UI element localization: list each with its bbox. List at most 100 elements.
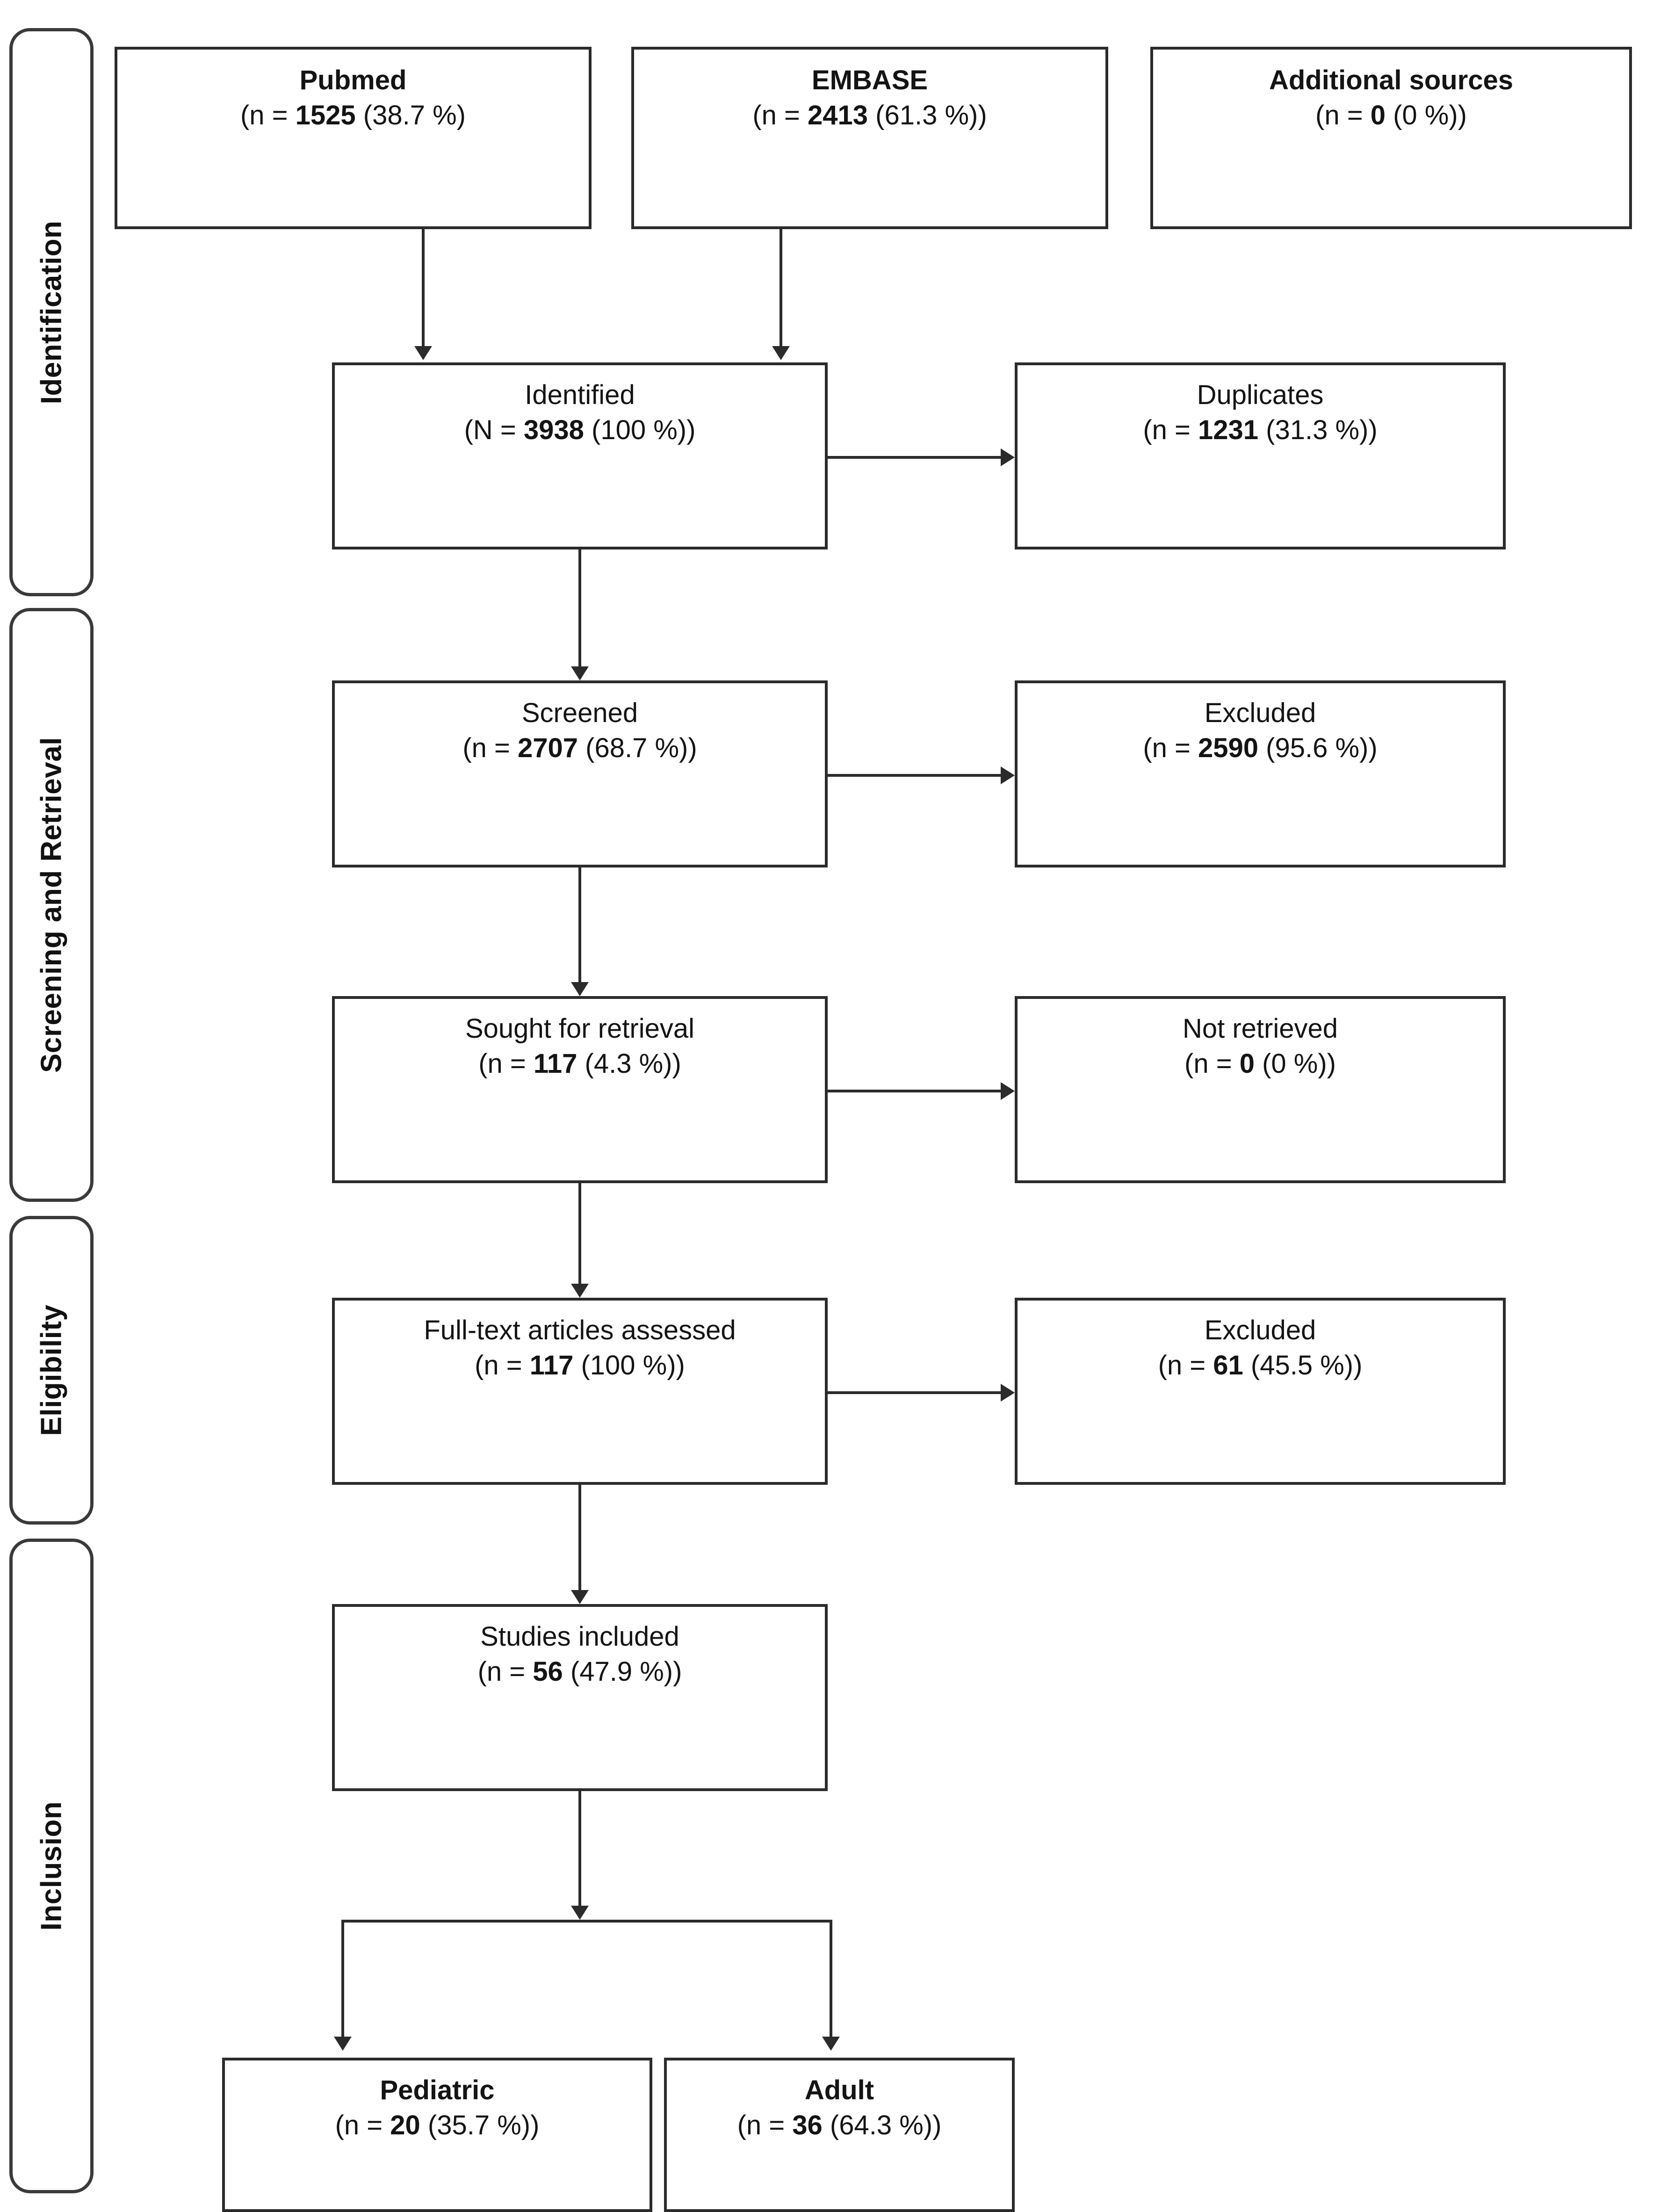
box-additional-sources: Additional sources (n = 0 (0 %))	[1150, 47, 1632, 229]
stage-screening-label: Screening and Retrieval	[35, 737, 68, 1073]
connector-bus-to-adult	[830, 1920, 832, 2037]
box-screened-value: 2707	[518, 733, 578, 764]
box-pubmed: Pubmed (n = 1525 (38.7 %)	[115, 47, 592, 229]
box-adult-count: (n = 36 (64.3 %))	[737, 2108, 942, 2143]
box-identified-value: 3938	[523, 415, 584, 446]
stage-inclusion-label: Inclusion	[35, 1801, 68, 1931]
box-not-retrieved-percent: (0 %))	[1254, 1048, 1336, 1079]
arrowhead-identified-to-screened	[571, 666, 589, 680]
box-adult: Adult (n = 36 (64.3 %))	[664, 2058, 1015, 2212]
connector-screened-to-excluded	[828, 774, 1001, 777]
box-not-retrieved-title: Not retrieved	[1182, 1013, 1338, 1044]
arrowhead-embase-to-identified	[772, 346, 790, 360]
arrowhead-bus-to-pediatric	[334, 2037, 352, 2051]
connector-studies-included-down	[578, 1791, 581, 1906]
box-duplicates-prefix: (n =	[1143, 415, 1198, 446]
box-pubmed-title: Pubmed	[299, 65, 407, 95]
connector-identified-to-duplicates	[828, 456, 1001, 459]
box-studies-included-count: (n = 56 (47.9 %))	[478, 1654, 682, 1689]
box-pediatric-value: 20	[390, 2110, 420, 2141]
box-studies-included: Studies included (n = 56 (47.9 %))	[332, 1604, 828, 1791]
box-screened: Screened (n = 2707 (68.7 %))	[332, 680, 828, 867]
box-embase: EMBASE (n = 2413 (61.3 %))	[631, 47, 1108, 229]
box-full-text-prefix: (n =	[475, 1350, 530, 1381]
box-duplicates-value: 1231	[1198, 415, 1259, 446]
box-excluded-eligibility: Excluded (n = 61 (45.5 %))	[1015, 1298, 1506, 1485]
box-pediatric-title: Pediatric	[380, 2075, 495, 2105]
box-sought-percent: (4.3 %))	[577, 1048, 681, 1079]
box-adult-value: 36	[792, 2110, 823, 2141]
box-pubmed-value: 1525	[295, 100, 356, 131]
box-embase-value: 2413	[808, 100, 868, 131]
box-duplicates: Duplicates (n = 1231 (31.3 %))	[1015, 362, 1506, 549]
box-identified-prefix: (N =	[464, 415, 524, 446]
arrowhead-bus-to-adult	[822, 2037, 840, 2051]
stage-identification-label: Identification	[35, 220, 68, 404]
box-not-retrieved-prefix: (n =	[1184, 1048, 1240, 1079]
connector-pubmed-to-identified	[422, 229, 425, 346]
box-studies-included-title: Studies included	[480, 1621, 679, 1652]
box-studies-included-prefix: (n =	[477, 1656, 533, 1687]
connector-split-bus	[341, 1920, 832, 1923]
arrowhead-screened-to-excluded	[1001, 766, 1015, 784]
connector-full-text-to-excluded	[828, 1391, 1001, 1394]
box-excluded-screening-prefix: (n =	[1143, 733, 1198, 764]
box-duplicates-title: Duplicates	[1197, 380, 1324, 410]
box-screened-title: Screened	[521, 698, 638, 728]
box-adult-percent: (64.3 %))	[822, 2110, 942, 2141]
connector-bus-to-pediatric	[341, 1920, 344, 2037]
box-identified-title: Identified	[525, 380, 635, 410]
box-identified-count: (N = 3938 (100 %))	[464, 412, 696, 448]
connector-screened-to-sought	[578, 867, 581, 982]
box-duplicates-count: (n = 1231 (31.3 %))	[1143, 412, 1377, 448]
box-studies-included-percent: (47.9 %))	[563, 1656, 682, 1687]
stage-eligibility-label: Eligibility	[35, 1304, 68, 1436]
box-full-text-assessed-count: (n = 117 (100 %))	[475, 1348, 685, 1383]
arrowhead-full-text-to-studies-included	[571, 1590, 589, 1604]
connector-embase-to-identified	[780, 229, 782, 346]
arrowhead-identified-to-duplicates	[1001, 448, 1015, 466]
box-not-retrieved-count: (n = 0 (0 %))	[1184, 1046, 1336, 1081]
box-additional-sources-value: 0	[1370, 100, 1386, 131]
stage-screening: Screening and Retrieval	[9, 608, 94, 1202]
box-full-text-percent: (100 %))	[573, 1350, 685, 1381]
box-excluded-screening-title: Excluded	[1204, 698, 1316, 728]
box-excluded-screening-count: (n = 2590 (95.6 %))	[1143, 730, 1377, 766]
box-full-text-value: 117	[529, 1350, 574, 1381]
box-screened-count: (n = 2707 (68.7 %))	[462, 730, 697, 766]
box-additional-sources-title: Additional sources	[1269, 65, 1514, 95]
box-excluded-eligibility-count: (n = 61 (45.5 %))	[1158, 1348, 1363, 1383]
box-additional-sources-prefix: (n =	[1315, 100, 1371, 131]
box-sought-value: 117	[533, 1048, 577, 1079]
box-full-text-assessed-title: Full-text articles assessed	[424, 1315, 736, 1345]
arrowhead-full-text-to-excluded	[1001, 1384, 1015, 1402]
box-studies-included-value: 56	[533, 1656, 563, 1687]
stage-identification: Identification	[9, 28, 94, 596]
box-sought-prefix: (n =	[478, 1048, 534, 1079]
box-not-retrieved-value: 0	[1239, 1048, 1255, 1079]
box-identified-percent: (100 %))	[584, 415, 696, 446]
connector-full-text-to-studies-included	[578, 1485, 581, 1590]
box-pediatric-percent: (35.7 %))	[420, 2110, 540, 2141]
box-excluded-screening-value: 2590	[1198, 733, 1259, 764]
box-adult-prefix: (n =	[737, 2110, 793, 2141]
arrowhead-pubmed-to-identified	[414, 346, 432, 360]
box-embase-percent: (61.3 %))	[868, 100, 987, 131]
box-pubmed-percent: (38.7 %)	[355, 100, 466, 131]
box-sought-for-retrieval-title: Sought for retrieval	[465, 1013, 695, 1044]
box-pubmed-prefix: (n =	[240, 100, 296, 131]
stage-eligibility: Eligibility	[9, 1216, 94, 1525]
box-embase-count: (n = 2413 (61.3 %))	[752, 98, 987, 133]
connector-sought-to-full-text	[578, 1183, 581, 1284]
box-pediatric: Pediatric (n = 20 (35.7 %))	[222, 2058, 652, 2212]
box-excluded-eligibility-value: 61	[1213, 1350, 1243, 1381]
box-excluded-screening-percent: (95.6 %))	[1258, 733, 1378, 764]
box-embase-prefix: (n =	[752, 100, 808, 131]
box-pubmed-count: (n = 1525 (38.7 %)	[240, 98, 466, 133]
box-excluded-screening: Excluded (n = 2590 (95.6 %))	[1015, 680, 1506, 867]
box-pediatric-count: (n = 20 (35.7 %))	[335, 2108, 540, 2143]
box-identified: Identified (N = 3938 (100 %))	[332, 362, 828, 549]
box-sought-for-retrieval: Sought for retrieval (n = 117 (4.3 %))	[332, 996, 828, 1183]
connector-identified-to-screened	[578, 549, 581, 666]
